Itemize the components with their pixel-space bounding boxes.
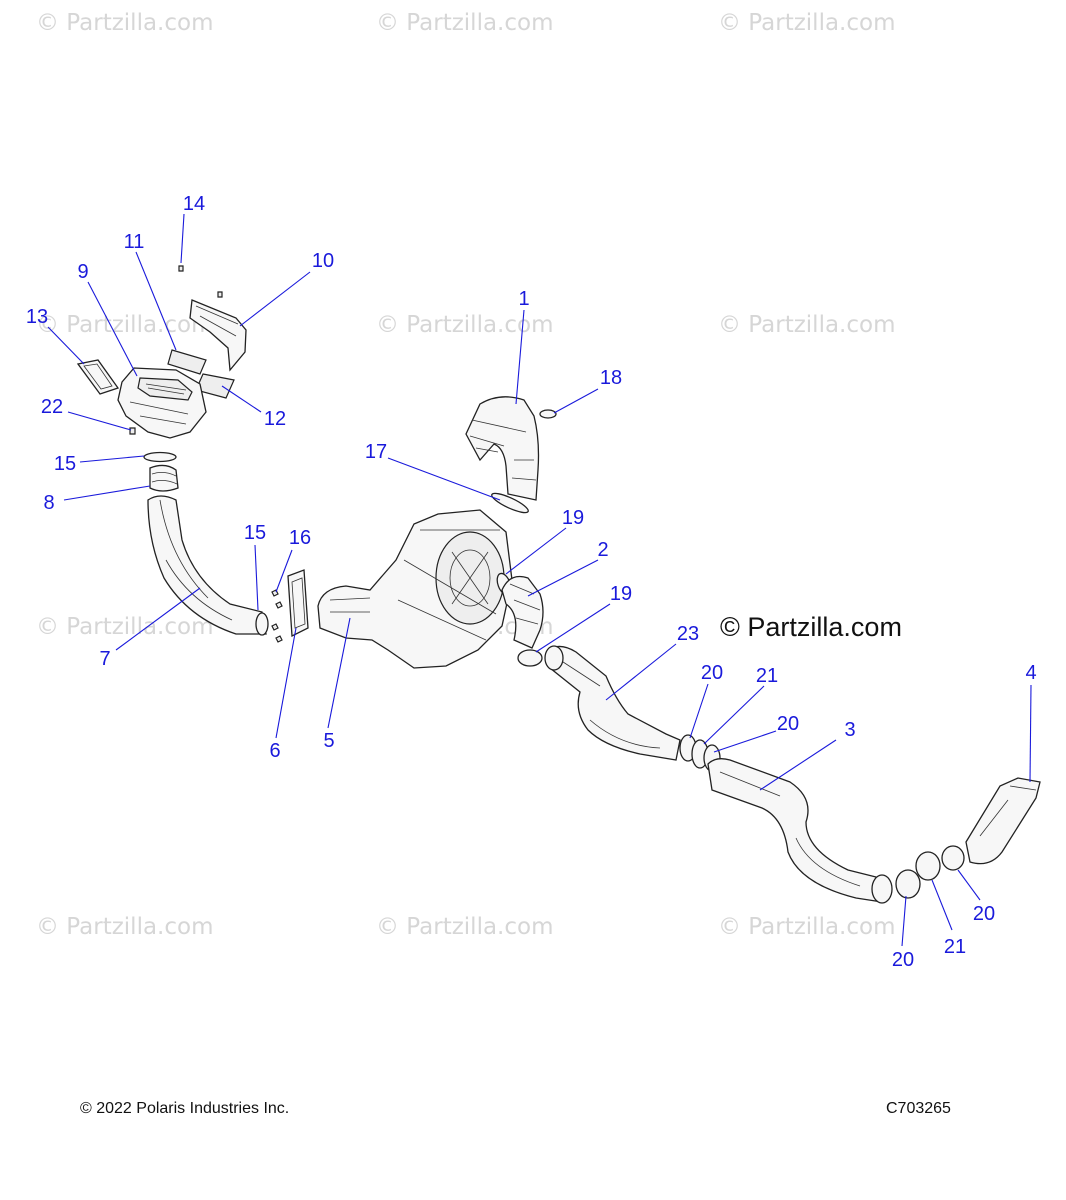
callout-20-a[interactable]: 20	[701, 662, 723, 684]
callout-2[interactable]: 2	[597, 539, 608, 561]
callout-17[interactable]: 17	[365, 441, 387, 463]
callout-12[interactable]: 12	[264, 408, 286, 430]
callout-15-top[interactable]: 15	[54, 453, 76, 475]
callout-20-c[interactable]: 20	[892, 949, 914, 971]
drawing-code: C703265	[886, 1100, 951, 1117]
callout-19-lower[interactable]: 19	[610, 583, 632, 605]
watermark: © Partzilla.com	[718, 312, 896, 338]
bracket-10	[189, 299, 247, 372]
callout-6[interactable]: 6	[269, 740, 280, 762]
outlet-4	[965, 777, 1041, 865]
callout-22[interactable]: 22	[41, 396, 63, 418]
watermark: © Partzilla.com	[376, 312, 554, 338]
seal-20c	[895, 869, 921, 899]
watermark: © Partzilla.com	[36, 614, 214, 640]
callout-20-d[interactable]: 20	[973, 903, 995, 925]
screw	[217, 291, 223, 298]
callout-4[interactable]: 4	[1025, 662, 1036, 684]
callout-9[interactable]: 9	[77, 261, 88, 283]
watermark: © Partzilla.com	[376, 10, 554, 36]
callout-1[interactable]: 1	[518, 288, 529, 310]
pad-11	[167, 349, 207, 375]
clamp-17	[491, 492, 529, 514]
screw-22	[129, 427, 136, 435]
pipe-23	[547, 645, 681, 761]
callout-13[interactable]: 13	[26, 306, 48, 328]
callout-14[interactable]: 14	[183, 193, 205, 215]
watermark: © Partzilla.com	[376, 914, 554, 940]
callout-20-b[interactable]: 20	[777, 713, 799, 735]
watermark: © Partzilla.com	[36, 914, 214, 940]
watermark: © Partzilla.com	[718, 10, 896, 36]
gasket-13	[76, 359, 120, 395]
callout-3[interactable]: 3	[844, 719, 855, 741]
watermark: © Partzilla.com	[718, 914, 896, 940]
gasket-6	[287, 569, 309, 638]
clamp-19b	[517, 649, 543, 667]
oring-18	[539, 409, 557, 419]
callouts: 14 11 9 10 13 12 22 15 8 15 16 7 6 5 1 1…	[26, 193, 1037, 971]
callout-7[interactable]: 7	[99, 648, 110, 670]
callout-16[interactable]: 16	[289, 527, 311, 549]
watermark: © Partzilla.com	[36, 10, 214, 36]
pipe-3	[707, 758, 883, 903]
callout-15-lower[interactable]: 15	[244, 522, 266, 544]
copyright-text: © 2022 Polaris Industries Inc.	[80, 1100, 289, 1117]
callout-8[interactable]: 8	[43, 492, 54, 514]
line-art	[76, 265, 1041, 904]
coupler-8	[149, 464, 179, 492]
elbow-2	[501, 575, 544, 649]
clamp-21b	[915, 851, 941, 881]
brand-watermark: © Partzilla.com	[720, 612, 902, 642]
callout-5[interactable]: 5	[323, 730, 334, 752]
callout-21-a[interactable]: 21	[756, 665, 778, 687]
callout-23[interactable]: 23	[677, 623, 699, 645]
clamp-15	[143, 451, 177, 463]
screws-16	[271, 589, 283, 643]
screw-14	[178, 265, 184, 272]
callout-19-upper[interactable]: 19	[562, 507, 584, 529]
seal-20d	[941, 845, 965, 871]
callout-10[interactable]: 10	[312, 250, 334, 272]
watermark: © Partzilla.com	[36, 312, 214, 338]
leader-lines	[47, 213, 1032, 947]
callout-18[interactable]: 18	[600, 367, 622, 389]
callout-21-b[interactable]: 21	[944, 936, 966, 958]
callout-11[interactable]: 11	[124, 231, 145, 253]
